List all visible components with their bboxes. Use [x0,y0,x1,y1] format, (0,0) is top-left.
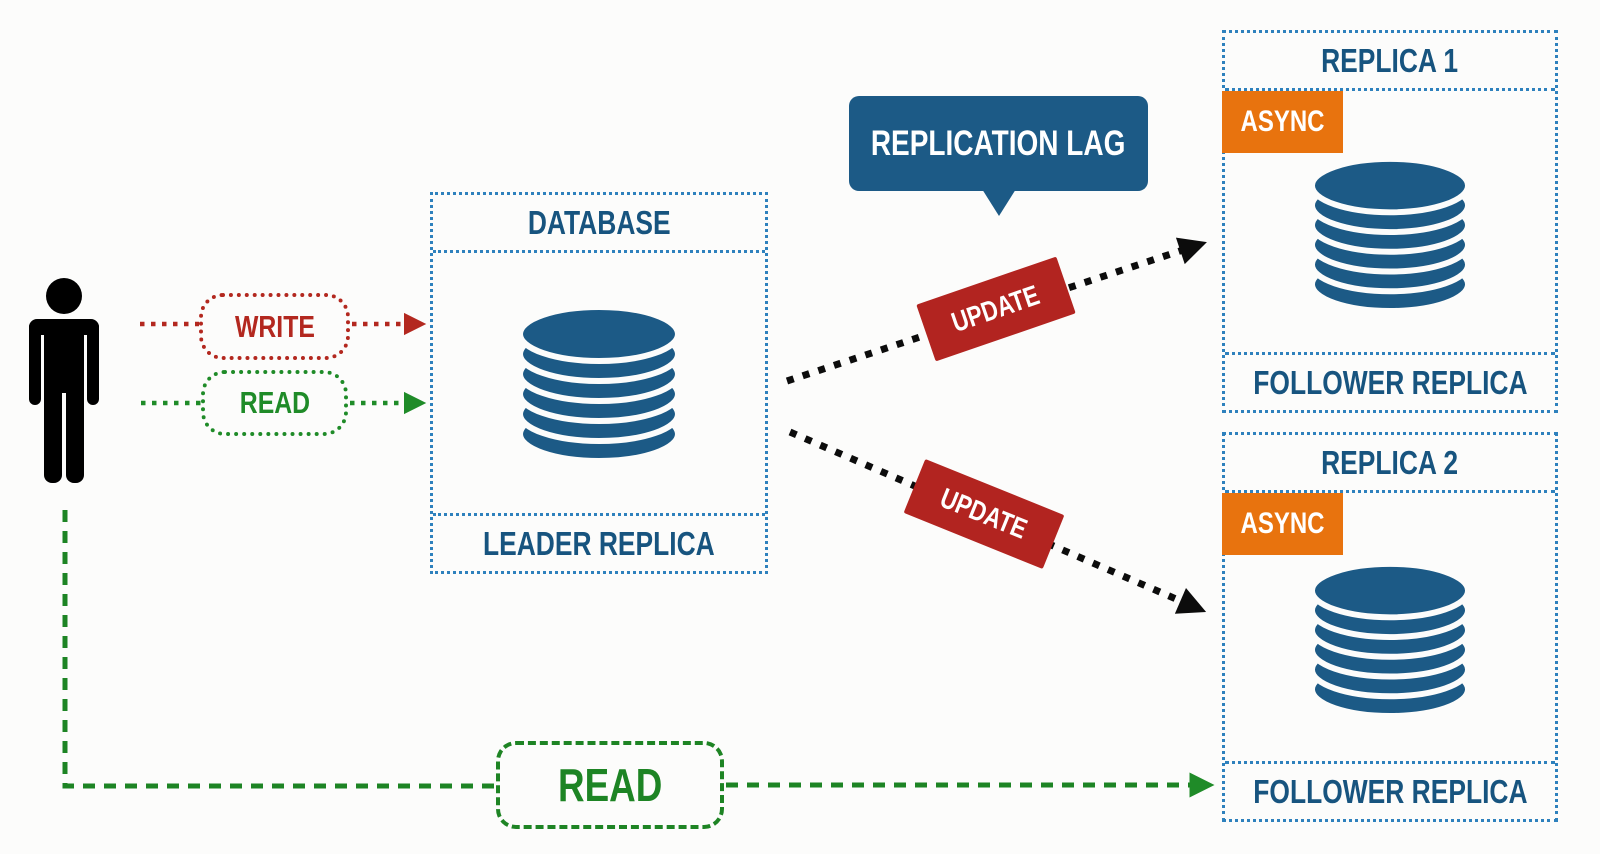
database-box-footer: LEADER REPLICA [433,513,765,571]
database-box: DATABASE LEADER REPLICA [430,192,768,574]
write-pill-label: WRITE [234,308,315,344]
write-pill: WRITE [199,293,350,360]
read-bottom-pill: READ [496,741,724,829]
database-icon [1306,157,1474,311]
replica-1-footer: FOLLOWER REPLICA [1225,352,1555,410]
replica-1-box: REPLICA 1 ASYNC FOLLOWER REPLICA [1222,30,1558,413]
replica-1-async-label: ASYNC [1240,105,1325,138]
replica-2-async-badge: ASYNC [1222,493,1343,555]
replica-2-footer: FOLLOWER REPLICA [1225,761,1555,819]
replication-lag-callout: REPLICATION LAG [849,96,1148,216]
replica-1-follower-label: FOLLOWER REPLICA [1252,363,1528,401]
read-pill: READ [201,370,348,436]
replica-1-title: REPLICA 1 [1225,33,1555,91]
database-icon [1306,562,1474,716]
update-arrow-replica2 [788,428,1207,614]
read-pill-label: READ [239,385,310,420]
replica-1-async-badge: ASYNC [1222,91,1343,153]
database-title-label: DATABASE [527,203,671,241]
replica-2-title: REPLICA 2 [1225,435,1555,493]
read-bottom-label: READ [557,759,663,811]
replica-2-body: ASYNC [1222,493,1555,761]
update-arrow-replica1 [785,237,1207,385]
database-box-body [433,253,765,513]
database-icon [514,305,684,461]
database-box-title: DATABASE [433,195,765,253]
replica-2-async-label: ASYNC [1240,507,1325,540]
replica-2-box: REPLICA 2 ASYNC FOLLOWER REPLICA [1222,432,1558,822]
replica-1-body: ASYNC [1222,91,1555,352]
callout-tail [981,189,1016,216]
leader-replica-label: LEADER REPLICA [483,524,715,562]
replica-2-title-label: REPLICA 2 [1321,443,1459,481]
person-icon [29,278,99,483]
read-bottom-path-left [62,510,494,789]
replication-lag-label: REPLICATION LAG [871,123,1126,163]
replica-2-follower-label: FOLLOWER REPLICA [1252,772,1528,810]
replica-1-title-label: REPLICA 1 [1321,41,1459,79]
